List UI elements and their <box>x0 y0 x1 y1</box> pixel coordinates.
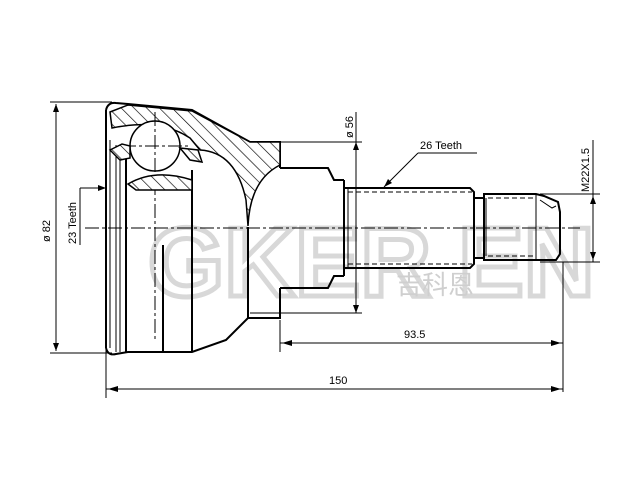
shaft <box>280 167 561 289</box>
dim-overall-length: 150 <box>105 348 563 398</box>
inner-spline-label: 23 Teeth <box>67 202 79 244</box>
overall-length-label: 150 <box>329 375 347 387</box>
dim-housing-diameter: ø 82 <box>41 101 112 354</box>
dim-thread: M22X1.5 <box>540 140 600 263</box>
dim-outer-spline: 26 Teeth <box>383 140 477 188</box>
shaft-length-label: 93.5 <box>404 329 425 341</box>
shaft-diameter-label: ø 56 <box>344 116 356 138</box>
watermark: GKER EN 吉科恩 <box>146 205 598 320</box>
thread-label: M22X1.5 <box>580 148 592 192</box>
dim-shaft-diameter: ø 56 <box>250 112 362 314</box>
housing <box>105 101 281 356</box>
outer-spline-label: 26 Teeth <box>420 140 462 152</box>
watermark-latin: GKER EN <box>148 207 595 317</box>
watermark-chinese: 吉科恩 <box>396 271 474 301</box>
dim-inner-spline: 23 Teeth <box>67 185 106 245</box>
housing-diameter-label: ø 82 <box>41 220 53 242</box>
dim-shaft-length: 93.5 <box>279 262 564 392</box>
